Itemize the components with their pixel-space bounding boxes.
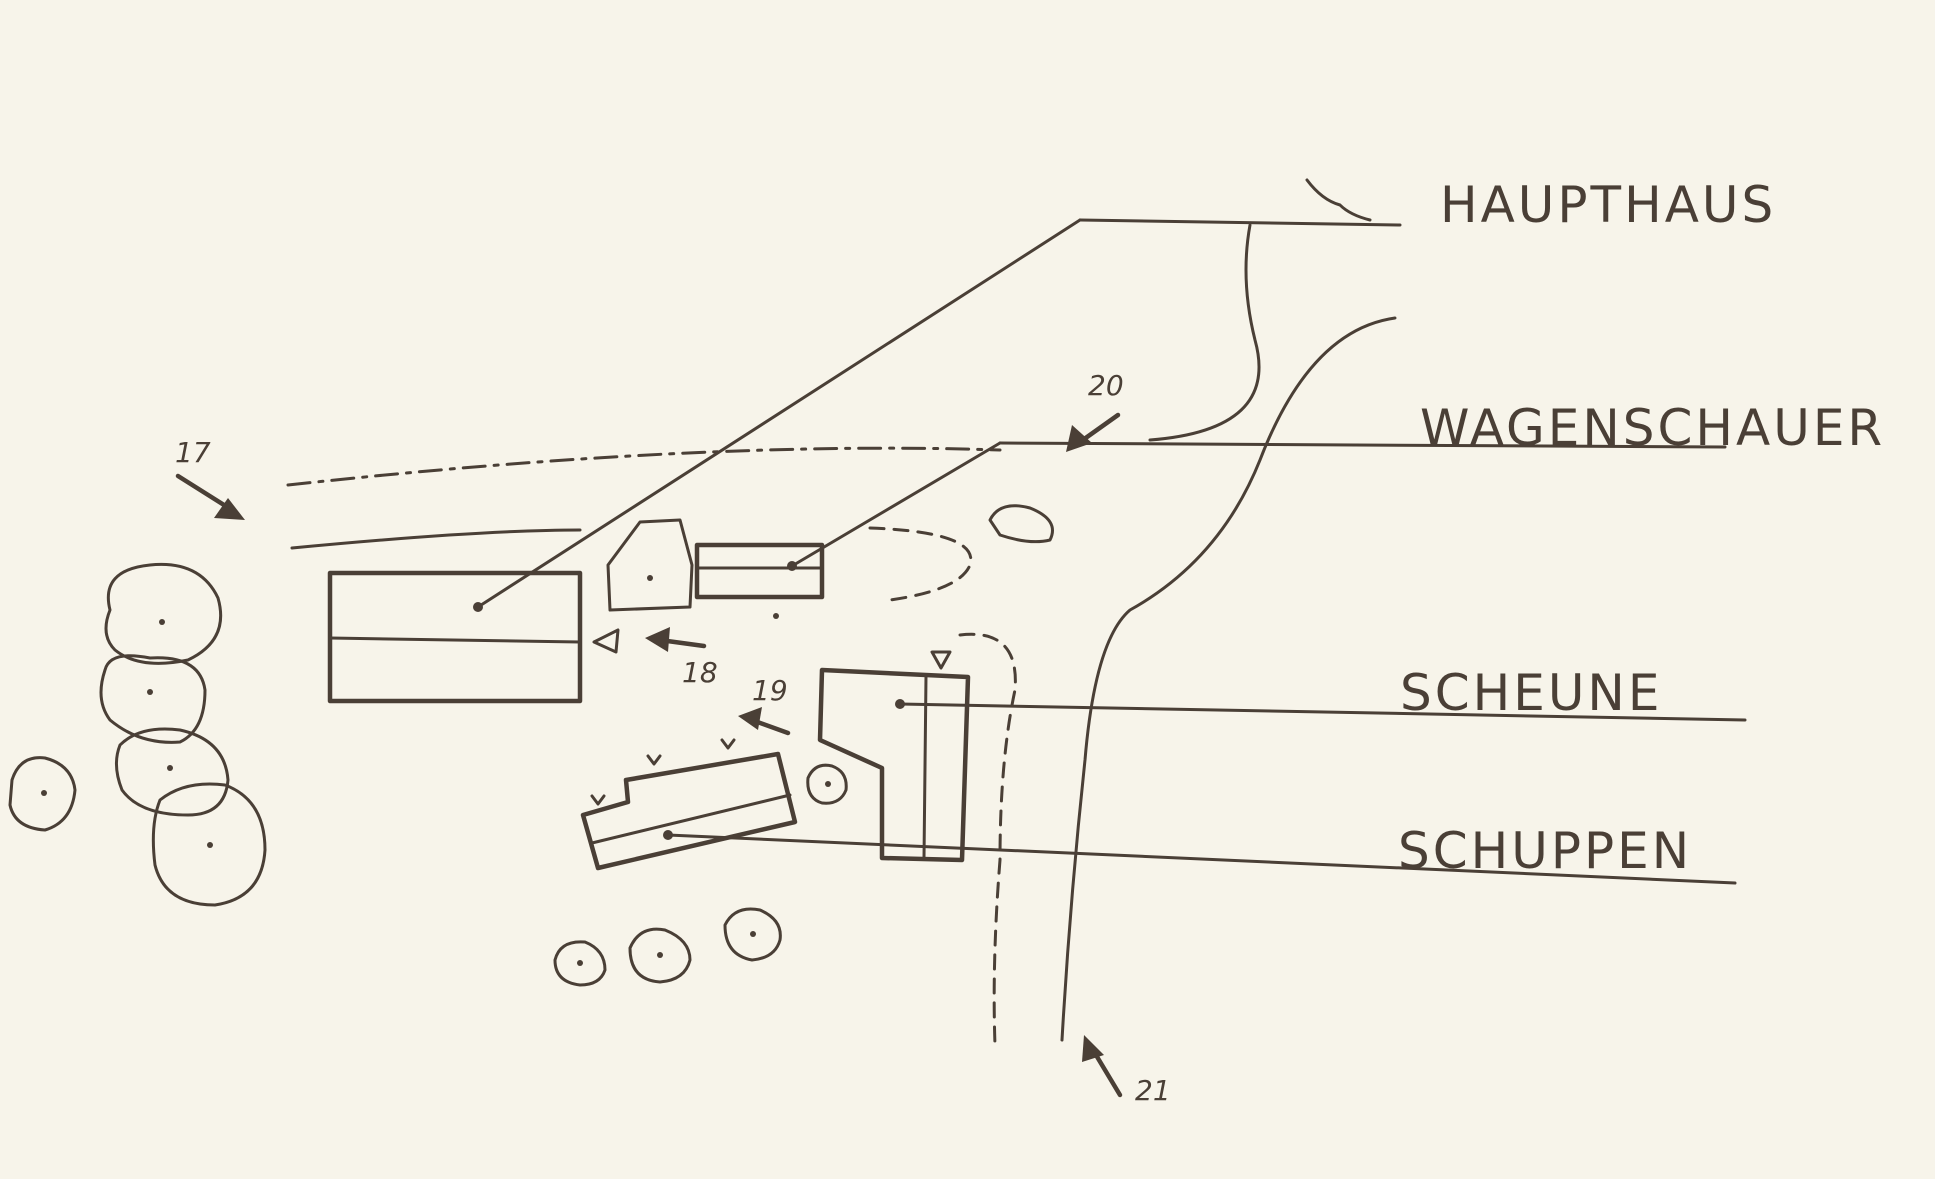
annex-building [606,518,694,612]
viewpoint-number-21: 21 [1135,1074,1171,1107]
tree-6 [553,940,607,987]
tree-4 [151,782,267,907]
tree-1 [104,562,223,665]
leader-haupthaus-baseline [1078,218,1402,227]
leader-haupthaus [476,218,1082,609]
leader-lines [476,218,1747,885]
scheune-building [817,650,971,863]
label-wagenschauer: WAGENSCHAUER [1420,399,1885,457]
tree-5 [8,756,77,832]
viewpoint-arrows [175,412,1123,1098]
arrow-17 [175,473,235,513]
leader-wagenschauer [790,441,1002,568]
tree-8 [723,907,782,962]
tree-7 [628,927,692,984]
leader-schuppen [666,833,1737,885]
trees [8,562,848,987]
label-haupthaus: HAUPTHAUS [1440,176,1776,234]
viewpoint-number-20: 20 [1088,369,1124,402]
triangle-18 [592,628,620,654]
tree-2 [99,654,207,744]
arrow-21 [1090,1047,1123,1098]
viewpoint-number-19: 19 [752,674,788,707]
tree-3 [115,727,230,817]
wagenschauer-building [694,542,825,619]
leader-wagenschauer-baseline [998,441,1727,449]
road-edges [286,178,1397,1047]
label-schuppen: SCHUPPEN [1398,822,1692,880]
viewpoint-number-17: 17 [175,436,211,469]
leader-scheune [898,702,1747,722]
schuppen-building [580,738,798,871]
tree-9 [806,763,848,805]
pond-shape [988,504,1054,544]
haupthaus-building [327,570,583,704]
arrow-20 [1077,412,1121,445]
viewpoint-number-18: 18 [682,656,718,689]
label-scheune: SCHEUNE [1400,664,1662,722]
